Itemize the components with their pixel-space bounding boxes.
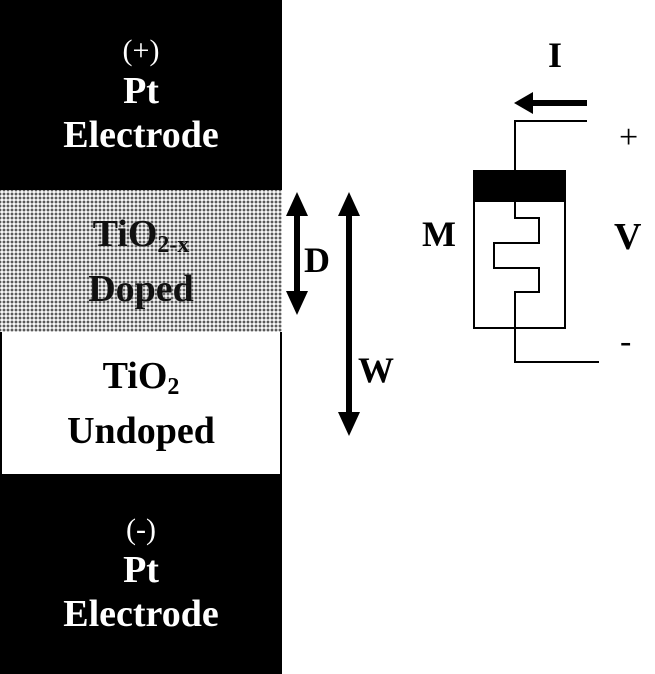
current-arrow-icon [514,92,587,114]
doped-layer-label: Doped [88,267,194,310]
voltage-label: V [614,216,642,258]
undoped-formula-subscript: 2 [167,373,180,400]
memristor-layer-stack: (+) Pt Electrode TiO2-x Doped TiO2 Undop… [0,0,282,674]
positive-terminal-label: + [619,119,638,156]
undoped-layer-formula: TiO2 [103,354,180,409]
undoped-layer-label: Undoped [67,409,215,452]
doped-width-label: D [304,240,330,280]
doped-formula-main: TiO [92,212,158,255]
top-electrode-material: Pt [123,70,159,112]
total-width-label: W [358,350,394,390]
doped-width-arrow [286,192,308,315]
total-width-arrow [338,192,360,436]
top-electrode-polarity: (+) [122,34,160,67]
bottom-electrode-material: Pt [123,549,159,591]
current-label: I [548,35,562,75]
bottom-electrode-polarity: (-) [126,513,156,546]
doped-formula-subscript: 2-x [157,231,190,258]
undoped-tio2-layer: TiO2 Undoped [0,332,282,474]
top-lead-wire [514,120,587,172]
memristor-symbol-icon [473,170,566,329]
bottom-electrode-label: Electrode [63,593,219,635]
top-electrode-layer: (+) Pt Electrode [0,0,282,190]
bottom-electrode-layer: (-) Pt Electrode [0,474,282,674]
undoped-formula-main: TiO [102,354,168,397]
doped-layer-formula: TiO2-x [93,212,190,267]
top-electrode-label: Electrode [63,114,219,156]
memristor-label: M [422,214,456,254]
doped-tio2-layer: TiO2-x Doped [0,190,282,332]
negative-terminal-label: - [620,323,631,360]
